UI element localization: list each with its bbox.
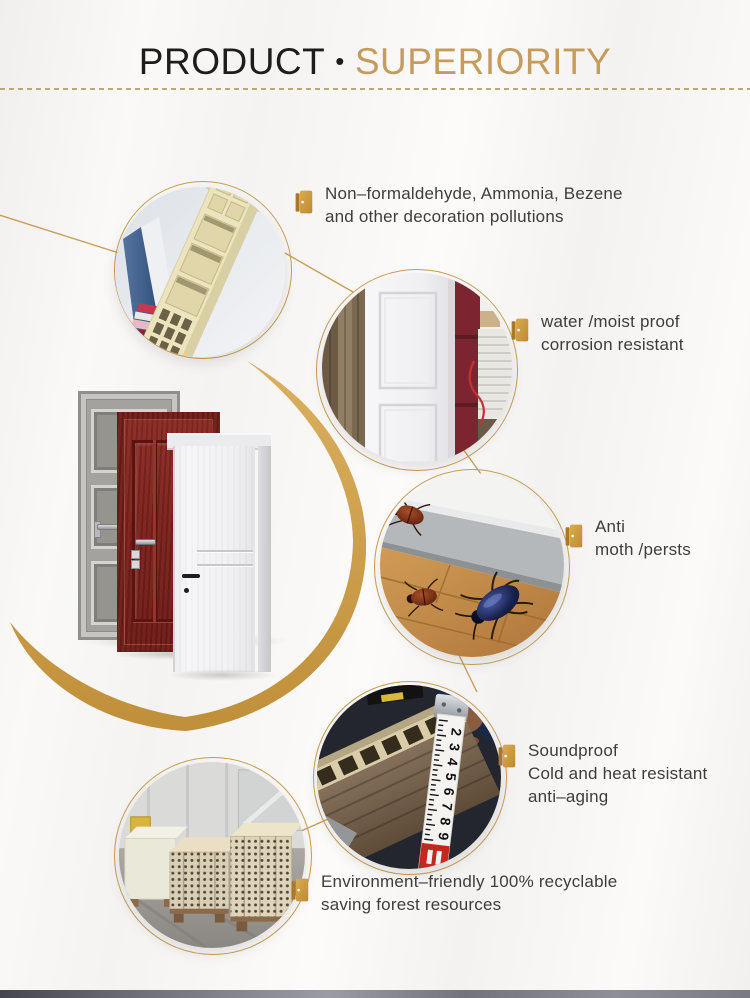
tape-number: 2 [448,727,465,737]
beetle-large [454,571,534,640]
wpc-profile-bar [129,187,273,357]
red-cable [468,360,485,426]
stacked-door-slats [478,301,512,463]
bottom-gray-bar [0,990,750,998]
red-door-panel [132,440,193,622]
red-door [113,412,233,660]
door-icon [498,744,516,768]
tape-red-segment [417,842,450,869]
tape-number: 8 [437,817,454,827]
white-door-leaf [173,446,255,672]
feature-soundproof: Soundproof Cold and heat resistant anti–… [496,739,707,808]
connector-circle2-to-circle3 [462,448,482,475]
feature-line: moth /persts [595,540,691,559]
door-icon [295,190,313,214]
soundproof-illustration: 2 3 4 5 6 7 8 9 [317,685,501,869]
white-door-groove [197,550,253,552]
feature-line: anti–aging [528,787,609,806]
gray-door-panel-bottom [91,561,167,625]
photo-white-door [322,273,512,463]
red-cabinet [454,273,480,463]
anti-moth-illustration [380,473,564,657]
title-separator-dot: • [335,46,345,76]
tape-number: 7 [439,802,456,812]
doors-ground-shadow [80,632,290,650]
gray-door [78,391,180,640]
feature-water-proof: water /moist proof corrosion resistant [509,310,684,356]
tape-number: 6 [441,787,458,797]
tape-number: 5 [443,772,460,782]
core-stack-left [124,826,188,907]
white-door-head-jamb [167,433,271,450]
white-door-side-jamb [258,446,271,672]
connector-circle1-to-circle2 [284,252,354,293]
feature-text: Soundproof Cold and heat resistant anti–… [528,739,707,808]
core-stack-middle [169,837,243,923]
photo-door-profile-cross-section [115,187,285,357]
feature-line: Non–formaldehyde, Ammonia, Bezene [325,184,623,203]
tape-number-labels: 2 3 4 5 6 7 8 9 [435,727,465,841]
feature-line: water /moist proof [541,312,680,331]
feature-line: and other decoration pollutions [325,207,564,226]
feature-text: Anti moth /persts [595,515,691,561]
door-profile-illustration [115,187,285,357]
feature-line: Environment–friendly 100% recyclable [321,872,618,891]
gray-door-panel-middle [91,485,167,549]
white-door [167,433,277,681]
gold-swoosh-arc [10,361,367,731]
feature-line: Anti [595,517,626,536]
feature-pollution-free: Non–formaldehyde, Ammonia, Bezene and ot… [293,182,623,228]
feature-eco-friendly: Environment–friendly 100% recyclable sav… [289,870,617,916]
wood-floor [380,547,564,657]
tape-ticks [424,719,448,841]
tape-number: 9 [435,832,452,842]
white-door-illustration [322,273,512,463]
tape-number: 4 [444,757,461,767]
beetle-small-bottom [404,578,444,617]
door-icon [565,524,583,548]
feature-text: Environment–friendly 100% recyclable sav… [321,870,617,916]
photo-stacked-door-cores [119,762,305,948]
feature-anti-moth: Anti moth /persts [563,515,691,561]
feature-text: water /moist proof corrosion resistant [541,310,684,356]
feature-line: Cold and heat resistant [528,764,708,783]
gray-door-panel-top [91,409,167,473]
door-icon [291,878,309,902]
gold-dashed-divider [0,88,750,90]
connector-circle3-to-circle4 [456,650,478,693]
feature-text: Non–formaldehyde, Ammonia, Bezene and ot… [325,182,623,228]
red-door-molding [153,440,156,622]
white-door-leaf [366,273,455,463]
feature-line: Soundproof [528,741,618,760]
feature-line: corrosion resistant [541,335,684,354]
wood-planks [322,273,365,463]
white-door-groove [197,564,253,566]
measuring-tape: 2 3 4 5 6 7 8 9 [417,693,470,869]
door-icon [511,318,529,342]
feature-line: saving forest resources [321,895,502,914]
title-superiority: SUPERIORITY [354,41,612,82]
photo-insects-on-floor [380,473,564,657]
gray-baseboard [380,502,564,585]
title-product: PRODUCT [138,41,326,82]
connector-edge-to-circle1 [0,214,120,254]
photo-tape-measure-profile: 2 3 4 5 6 7 8 9 [317,685,501,869]
tape-number: 3 [446,742,463,752]
page-title: PRODUCT • SUPERIORITY [0,41,750,82]
eco-friendly-illustration [119,762,305,948]
